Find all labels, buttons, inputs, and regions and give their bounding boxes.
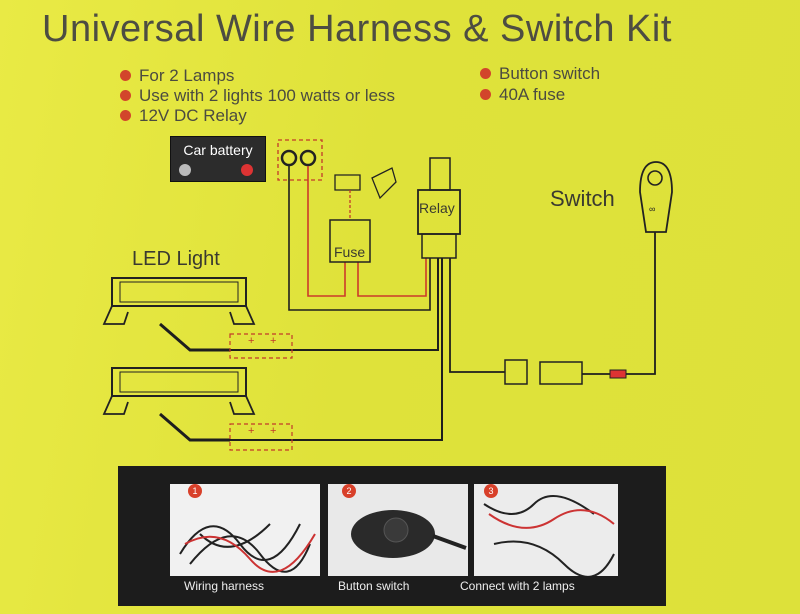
- svg-text:∞: ∞: [649, 204, 655, 214]
- svg-text:+: +: [270, 335, 276, 347]
- connector-female: [539, 361, 583, 385]
- led-light-bar-1: [102, 277, 256, 325]
- switch-wire: [449, 258, 505, 373]
- fuse-holder: [329, 219, 371, 263]
- relay-label: Relay: [419, 200, 455, 216]
- feature-item: 40A fuse: [480, 85, 565, 105]
- svg-text:+: +: [248, 335, 254, 347]
- light2-wire: [230, 258, 443, 441]
- fused-wire: [357, 258, 427, 297]
- wiring-diagram: ∞ + + + +: [102, 139, 673, 451]
- feature-item: Use with 2 lights 100 watts or less: [120, 86, 395, 106]
- relay-socket: [421, 233, 457, 259]
- bullet-icon: [120, 70, 131, 82]
- connector-male: [504, 359, 528, 385]
- fuse-label: Fuse: [334, 244, 366, 260]
- step-number: 2: [342, 484, 356, 498]
- ground-wire: [288, 166, 431, 311]
- minus-icon: [179, 164, 191, 176]
- light1-wire: [230, 258, 439, 351]
- svg-text:+: +: [270, 425, 276, 437]
- bullet-icon: [480, 68, 491, 80]
- led-light-label: LED Light: [132, 248, 220, 270]
- bullet-icon: [120, 110, 131, 122]
- photo-caption: Wiring harness: [184, 579, 265, 593]
- connector-box: [229, 423, 293, 451]
- svg-text:+: +: [248, 425, 254, 437]
- page-title: Universal Wire Harness & Switch Kit: [42, 8, 672, 50]
- relay-top: [429, 157, 451, 191]
- step-number: 1: [188, 484, 202, 498]
- switch-label: Switch: [550, 186, 615, 211]
- car-battery: Car battery: [170, 136, 266, 182]
- wiring-harness-photo: [170, 484, 320, 584]
- switch-icon: [639, 161, 673, 233]
- photo-caption: Button switch: [338, 579, 410, 593]
- photo-panel: 1 Wiring harness 2 Button switch 3 Conne…: [118, 466, 666, 606]
- terminal-box: [277, 139, 323, 181]
- bullet-icon: [480, 89, 491, 101]
- switch-lead: [626, 232, 656, 375]
- inline-fuse: [609, 369, 627, 379]
- led-light-bar-2: [102, 367, 256, 415]
- step-number: 3: [484, 484, 498, 498]
- feature-item: For 2 Lamps: [120, 66, 234, 86]
- button-switch-photo: [328, 484, 468, 584]
- positive-terminal-icon: [299, 149, 317, 167]
- photo-caption: Connect with 2 lamps: [460, 579, 575, 593]
- bullet-icon: [120, 90, 131, 102]
- power-wire: [307, 166, 346, 297]
- feature-item: Button switch: [480, 64, 600, 84]
- fuse-cap-icon: [334, 174, 361, 191]
- plus-icon: [241, 164, 253, 176]
- negative-terminal-icon: [280, 149, 298, 167]
- lamps-connection-photo: [474, 484, 618, 584]
- fuse-icon: [371, 167, 397, 200]
- feature-item: 12V DC Relay: [120, 106, 247, 126]
- connector-box: [229, 333, 293, 359]
